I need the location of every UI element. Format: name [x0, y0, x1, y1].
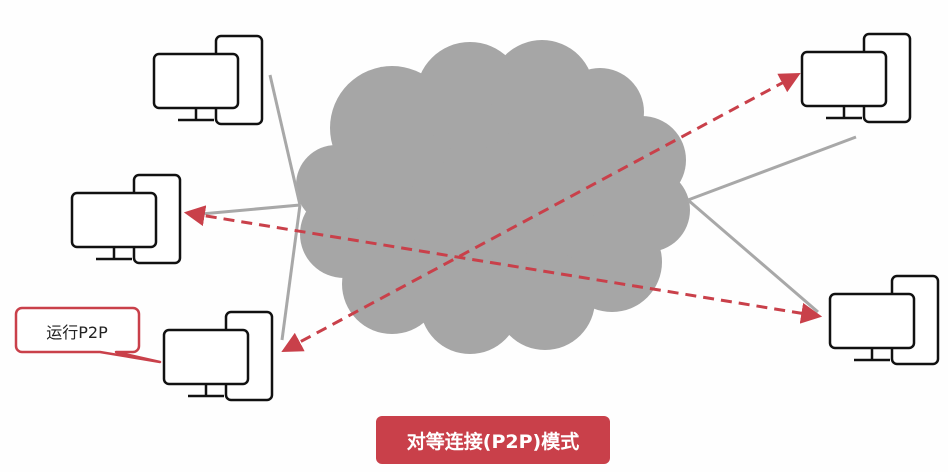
computer-icon	[800, 32, 912, 124]
diagram-title: 对等连接(P2P)模式	[376, 416, 610, 464]
p2p-links	[183, 73, 823, 352]
callout-icon	[14, 306, 162, 364]
computer-icon	[152, 34, 264, 126]
link-mid-left	[189, 203, 301, 217]
computer-icon	[828, 274, 940, 366]
link-top-right	[687, 135, 857, 202]
link-bottom-right	[687, 198, 819, 314]
diagram-title-text: 对等连接(P2P)模式	[406, 430, 580, 453]
link-top-left	[268, 74, 302, 206]
computer-icon	[70, 173, 182, 265]
callout-label: 运行P2P	[46, 323, 108, 342]
link-bottom-left	[280, 204, 302, 341]
cloud-icon	[296, 40, 690, 354]
computer-icon	[162, 310, 274, 402]
p2p-arrow-midleft-to-bottomright	[183, 205, 823, 324]
